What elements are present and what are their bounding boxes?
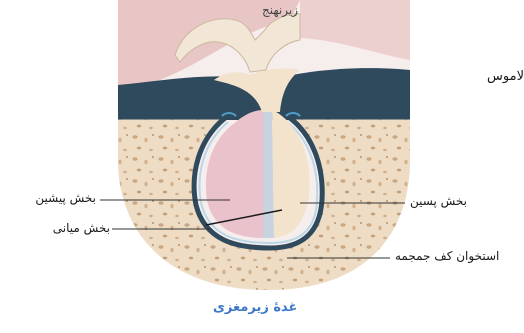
label-middle: بخش میانی: [53, 221, 110, 235]
label-top: زیرنهنج: [262, 3, 298, 17]
label-right-top: لاموس: [487, 69, 524, 84]
label-bone: استخوان کف جمجمه: [395, 249, 499, 263]
label-anterior: بخش پیشین: [35, 191, 96, 205]
label-posterior: بخش پسین: [410, 194, 467, 208]
caption: غدهٔ زیرمغزی: [213, 300, 297, 315]
anatomy-block: [118, 0, 410, 300]
